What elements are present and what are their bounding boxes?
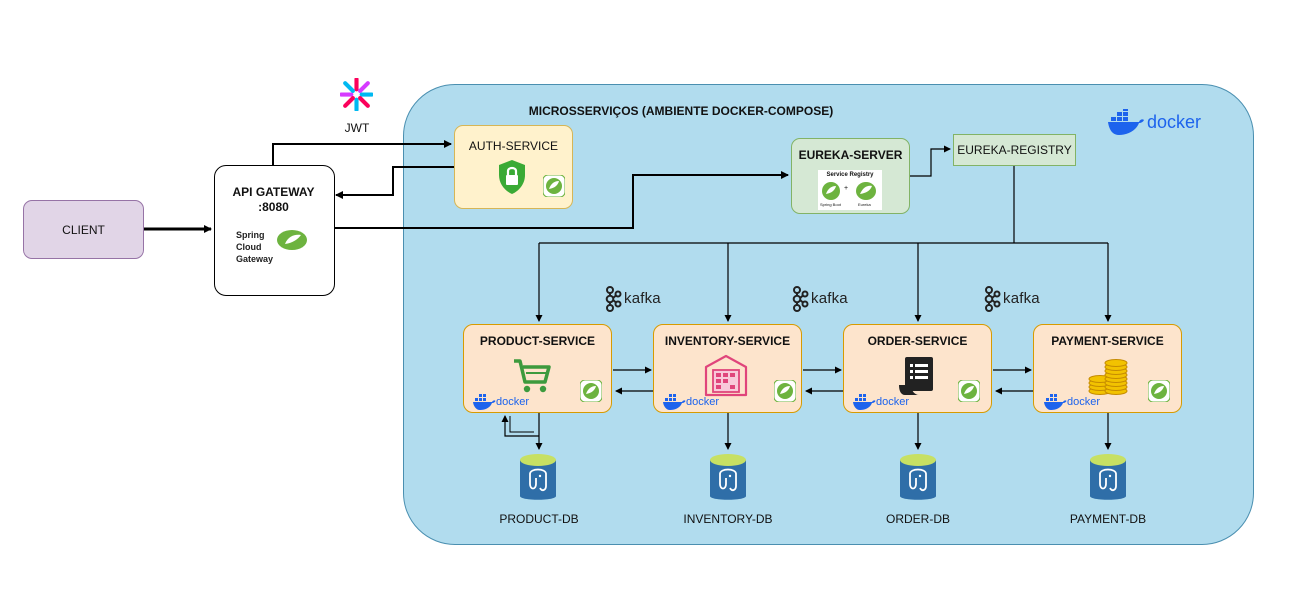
jwt-logo-icon — [338, 76, 375, 116]
docker-logo-icon — [1107, 107, 1145, 142]
product-db-label: PRODUCT-DB — [499, 512, 579, 526]
service-registry-sub-right: Eureka — [858, 202, 871, 207]
service-to-service-arrows — [613, 366, 1033, 395]
kafka-label-1: kafka — [624, 290, 661, 307]
docker-label: docker — [876, 396, 910, 408]
inventory-db-label: INVENTORY-DB — [683, 512, 773, 526]
client-box: CLIENT — [23, 200, 144, 259]
docker-label: docker — [686, 396, 720, 408]
kafka-label-3: kafka — [1003, 290, 1040, 307]
gateway-to-auth-arrow — [272, 140, 452, 165]
shield-lock-icon — [498, 159, 526, 200]
spring-line2: Cloud — [236, 242, 262, 252]
spring-line1: Spring — [236, 230, 265, 240]
product-service-title: PRODUCT-SERVICE — [479, 334, 596, 348]
invoice-icon — [897, 355, 937, 402]
gateway-title-line2: :8080 — [258, 200, 289, 214]
eureka-server-title: EUREKA-SERVER — [798, 148, 903, 162]
kafka-icon — [792, 286, 809, 317]
payment-service-title: PAYMENT-SERVICE — [1051, 334, 1164, 348]
docker-logo-text: docker — [1147, 112, 1202, 132]
gateway-title: API GATEWAY :8080 — [214, 185, 333, 215]
eureka-to-registry-arrow — [910, 145, 951, 177]
docker-icon — [852, 393, 876, 416]
payment-db-label: PAYMENT-DB — [1069, 512, 1147, 526]
kafka-icon — [984, 286, 1001, 317]
spring-line3: Gateway — [236, 254, 274, 264]
shopping-cart-icon — [512, 358, 552, 399]
auth-to-gateway-arrow — [335, 166, 454, 199]
spring-icon — [957, 379, 981, 407]
spring-cloud-gateway-logo: Spring Cloud Gateway — [236, 229, 273, 265]
warehouse-icon — [704, 353, 748, 402]
jwt-label: JWT — [344, 121, 370, 135]
service-registry-title: Service Registry — [826, 172, 874, 178]
registry-distribution-lines — [535, 164, 1112, 322]
postgres-db-icon — [708, 452, 748, 509]
api-gateway-box — [214, 165, 335, 296]
service-registry-sub-left: Spring Boot — [820, 202, 841, 207]
service-to-db-arrows — [501, 413, 1112, 450]
postgres-db-icon — [518, 452, 558, 509]
docker-icon — [472, 393, 496, 416]
eureka-registry-box: EUREKA-REGISTRY — [953, 134, 1076, 166]
coins-icon — [1086, 356, 1130, 401]
order-service-title: ORDER-SERVICE — [867, 334, 968, 348]
spring-leaf-icon — [276, 229, 308, 256]
spring-boot-icon — [821, 181, 841, 206]
service-registry-plus: + — [844, 185, 849, 192]
postgres-db-icon — [1088, 452, 1128, 509]
auth-service-title: AUTH-SERVICE — [468, 139, 559, 153]
container-title: MICROSSERVIÇOS (AMBIENTE DOCKER-COMPOSE) — [528, 104, 834, 118]
spring-icon — [773, 379, 797, 407]
postgres-db-icon — [898, 452, 938, 509]
spring-icon — [579, 379, 603, 407]
docker-label: docker — [1067, 396, 1101, 408]
docker-icon — [1043, 393, 1067, 416]
docker-icon — [662, 393, 686, 416]
gateway-title-line1: API GATEWAY — [232, 185, 315, 199]
inventory-service-title: INVENTORY-SERVICE — [664, 334, 791, 348]
eureka-registry-label: EUREKA-REGISTRY — [957, 143, 1072, 157]
order-db-label: ORDER-DB — [885, 512, 950, 526]
eureka-icon — [855, 181, 877, 206]
docker-label: docker — [496, 396, 530, 408]
kafka-label-2: kafka — [811, 290, 848, 307]
client-label: CLIENT — [62, 222, 105, 237]
spring-icon — [542, 174, 566, 202]
gateway-to-eureka-arrow — [333, 171, 789, 229]
kafka-icon — [605, 286, 622, 317]
spring-icon — [1147, 379, 1171, 407]
